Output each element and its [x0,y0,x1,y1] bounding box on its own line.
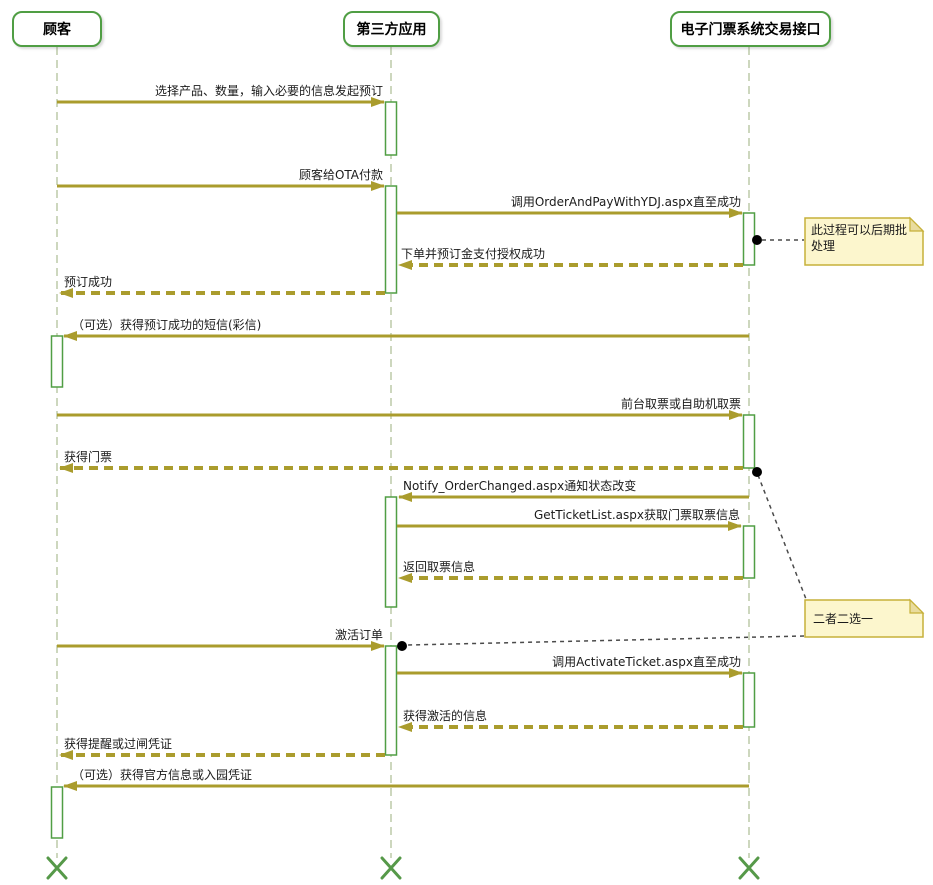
note-batch-processing: 此过程可以后期批处理 [811,223,908,253]
activation-bar [384,185,398,294]
anchor-dot [752,235,762,245]
note-fold-icon [909,216,925,232]
message-4-label: 下单并预订金支付授权成功 [401,247,546,261]
participant-eticket-api: 电子门票系统交易接口 [670,11,831,47]
note-connector [757,474,807,600]
note-fold-icon [909,598,925,614]
anchor-dot [752,467,762,477]
message-11-label: 返回取票信息 [403,560,476,574]
activation-bar [742,414,756,469]
message-9-label: Notify_OrderChanged.aspx通知状态改变 [403,479,637,493]
message-7-label: 前台取票或自助机取票 [620,397,741,411]
destroy-cross-third-party-app [380,856,402,880]
anchor-dot [397,641,407,651]
note-shapes [804,216,925,638]
message-13-label: 调用ActivateTicket.aspx直至成功 [552,655,741,669]
activation-bar [50,335,64,388]
message-14-label: 获得激活的信息 [403,709,488,723]
message-12-label: 激活订单 [334,628,383,642]
destroy-cross-customer [46,856,68,880]
message-6-label: （可选）获得预订成功的短信(彩信) [72,318,262,332]
message-3-label: 调用OrderAndPayWithYDJ.aspx直至成功 [510,195,741,209]
message-2-label: 顾客给OTA付款 [298,168,383,182]
message-5-label: 预订成功 [64,275,113,289]
activation-bar [384,645,398,756]
activation-bars [50,101,756,839]
note-connectors [397,235,807,651]
message-10-label: GetTicketList.aspx获取门票取票信息 [533,508,740,522]
activation-bar [742,525,756,579]
message-16-label: （可选）获得官方信息或入园凭证 [72,768,253,782]
activation-bar [384,496,398,608]
message-15-label: 获得提醒或过闸凭证 [64,737,173,751]
destroy-cross-eticket-api [738,856,760,880]
activation-bar [742,672,756,728]
participant-third-party-app: 第三方应用 [343,11,440,47]
activation-bar [50,786,64,839]
message-1-label: 选择产品、数量，输入必要的信息发起预订 [154,84,383,98]
message-arrows [57,97,749,791]
note-shape-choice [804,599,924,638]
note-choose-one: 二者二选一 [813,612,874,626]
note-shape-batch [804,217,924,266]
activation-bar [384,101,398,156]
note-connector [407,635,805,646]
destroy-crosses [46,856,760,880]
message-8-label: 获得门票 [64,450,113,464]
participant-customer: 顾客 [12,11,102,47]
